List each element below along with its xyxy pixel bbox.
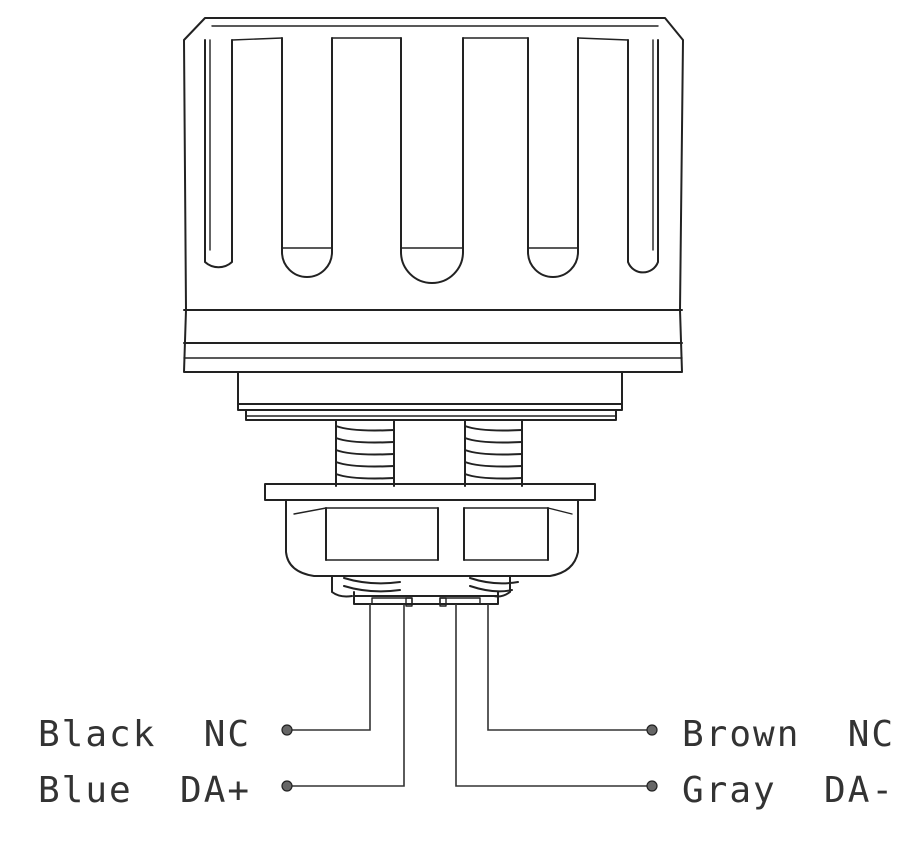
mounting-flange <box>264 483 596 501</box>
label-blue-da-plus: Blue DA+ <box>38 770 251 811</box>
bottom-terminals <box>331 575 519 607</box>
wire-blue <box>288 604 405 787</box>
label-black-nc: Black NC <box>38 714 251 755</box>
connector-collar <box>237 371 623 421</box>
terminal-dot-brown <box>646 724 658 736</box>
wire-brown <box>487 604 650 731</box>
hex-nut <box>285 499 579 577</box>
cap-grooves <box>204 37 659 284</box>
label-brown-nc: Brown NC <box>682 714 895 755</box>
terminal-dot-gray <box>646 780 658 792</box>
label-gray-da-minus: Gray DA- <box>682 770 895 811</box>
wire-black <box>288 604 371 731</box>
wire-gray <box>455 604 650 787</box>
terminal-dot-black <box>281 724 293 736</box>
connector-cap <box>183 17 684 373</box>
wires <box>281 604 658 792</box>
threaded-studs <box>335 419 523 487</box>
terminal-dot-blue <box>281 780 293 792</box>
